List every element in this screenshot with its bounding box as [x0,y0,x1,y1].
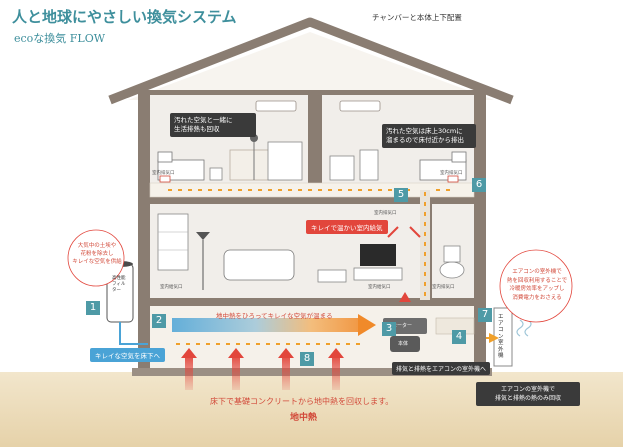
outdoor-air-bubble [67,229,125,287]
label-filter: 高性能フィルター [112,276,126,293]
callout-aircon-note: エアコンの室外機で 熱を回収利用することで 冷暖房効率をアップし 消費電力をおさ… [506,269,568,301]
bookshelf [157,213,189,271]
label-exhaust-port-right: 室内排気口 [440,171,463,176]
aircon-indoor-1 [255,100,297,112]
layout-note: チャンバーと本体上下配置 [372,13,462,22]
callout-intake-floor: キレイな空気を床下へ [90,348,165,362]
sofa [223,249,295,281]
aircon-note-bubble [499,249,573,323]
tv-stand [353,267,403,281]
ground-heat-arrows [181,348,344,390]
label-outdoor-unit: エアコン室外機 [498,314,504,359]
main-unit [390,336,420,352]
callout-upstairs-right: 汚れた空気は床上30cmに 溜まるので床付近から排出 [382,124,476,148]
label-ground-heat: 床下で基礎コンクリートから地中熱を回収します。 [210,397,394,406]
roof [108,17,514,105]
underfloor-warming-band [172,318,358,332]
label-motor: モーター [392,323,413,329]
exhaust-port-upper-right [447,175,459,183]
callout-midfloor: キレイで温かい室内給気 [306,220,388,234]
label-supply-port-left: 室内給気口 [160,285,183,290]
label-underfloor-heat: 地中熱をひろってキレイな空気が温まる [216,312,333,320]
tv [360,244,396,266]
callout-upstairs-left: 汚れた空気と一緒に 生活排熱も回収 [170,113,256,137]
foundation [132,368,492,376]
aircon-indoor-2 [339,100,381,112]
page-title: 人と地球にやさしい換気システム [12,8,237,26]
table [317,269,347,283]
step-badge-7: 7 [478,308,492,322]
step-badge-4: 4 [452,330,466,344]
label-exhaust-port-mid: 室内排気口 [374,211,397,216]
label-supply-port-mid: 室内給気口 [368,285,391,290]
label-exhaust-port-toilet: 室内排気口 [432,285,455,290]
dresser [267,141,303,181]
chair [329,155,355,181]
bed-right [419,159,467,181]
step-badge-5: 5 [394,188,408,202]
step-badge-1: 1 [86,301,100,315]
step-badge-8: 8 [300,352,314,366]
callout-outdoor-air: 大気中の土埃や 花粉を除去し キレイな空気を供給 [72,243,122,265]
lamp [196,232,210,240]
exhaust-port-upper-left [159,175,171,183]
label-exhaust-port-left: 室内排気口 [152,171,175,176]
page-subtitle: ecoな換気 FLOW [14,32,106,45]
callout-exhaust-outdoor: 排気と排熱をエアコンの室外機へ [392,362,491,375]
step-badge-3: 3 [382,322,396,336]
step-badge-2: 2 [152,314,166,328]
label-unit: 本体 [398,341,409,347]
step-badge-6: 6 [472,178,486,192]
callout-aircon-exhaust: エアコンの室外機で 排気と排熱の熱のみ回収 [476,382,580,406]
warm-flow-arrow [358,314,376,336]
bed-left [157,159,205,181]
attic [128,32,494,100]
label-ground: 地中熱 [290,413,318,423]
